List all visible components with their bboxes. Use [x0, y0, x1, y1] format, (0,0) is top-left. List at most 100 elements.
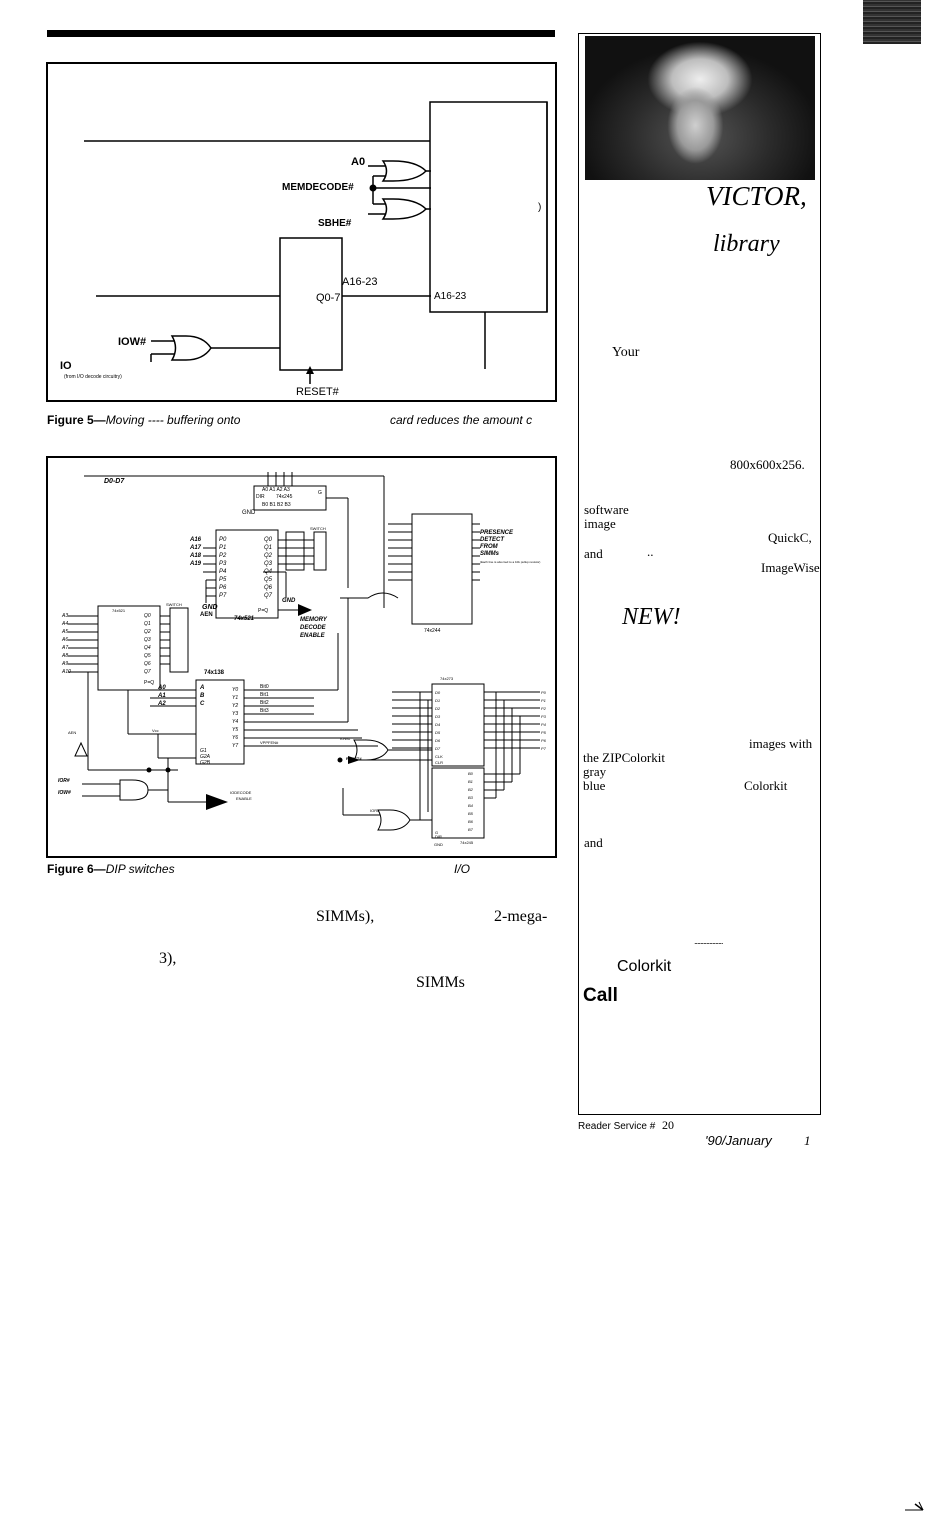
pin-list-a16: A16 A17 A18 A19	[190, 536, 201, 568]
detect: DETECT	[480, 537, 504, 543]
sig-bracket: )	[538, 202, 542, 213]
reader-service-number: 20	[662, 1118, 675, 1132]
bit-3: Bit3	[260, 708, 269, 714]
corner-thumbnail	[863, 0, 921, 44]
bit-0: Bit0	[260, 684, 269, 690]
pin-q5: Q5	[264, 577, 273, 583]
presence-detect-label: PRESENCE DETECT FROM SIMMs	[480, 530, 513, 558]
pin-a4: A4	[62, 621, 69, 627]
pin-list-a-lower: A3 A4 A5 A6 A7 A8 A9 A10	[62, 612, 71, 676]
top-rule	[47, 30, 555, 37]
pin-lq0: Q0	[144, 613, 151, 619]
figure-5-caption: Figure 5—Moving ---- buffering onto	[47, 413, 240, 427]
ad-and-1: and	[584, 546, 603, 561]
pin-list-q-upper: Q0 Q1 Q2 Q3 Q4 Q5 Q6 Q7	[264, 536, 272, 600]
pin-rp5: P5	[541, 730, 546, 735]
ad-library: library	[713, 231, 780, 257]
pin-g1: G1	[200, 748, 207, 754]
pin-list-p-upper: P0 P1 P2 P3 P4 P5 P6 P7	[219, 536, 226, 600]
pin-d6: D6	[435, 738, 441, 743]
bus-d0d7: D0-D7	[104, 478, 125, 485]
pin-a18: A18	[190, 553, 202, 559]
figure-6-caption: Figure 6—DIP switches	[47, 862, 175, 876]
body-simms-1: SIMMs),	[316, 908, 375, 925]
pin-a: A	[200, 685, 205, 691]
ad-colorkit-1: Colorkit	[744, 778, 788, 793]
sig-a1623-mid: A16-23	[342, 276, 378, 288]
mem-decode-enable: MEMORY DECODE ENABLE	[300, 616, 327, 640]
sig-memdecode: MEMDECODE#	[282, 182, 354, 193]
pin-y6: Y6	[232, 735, 239, 741]
pin-g2b: G2B	[200, 760, 211, 766]
body-simms-2: SIMMs	[416, 974, 465, 991]
ad-colorkit-2: Colorkit	[617, 958, 672, 975]
ad-your: Your	[612, 345, 640, 360]
aen-2: AEN	[68, 730, 77, 735]
pin-y0: Y0	[232, 687, 239, 693]
aen-1: AEN	[200, 612, 213, 618]
page-number: 1	[804, 1133, 811, 1148]
figure-5-caption-right: card reduces the amount c	[390, 413, 533, 427]
dir-bottom: DIR	[435, 834, 442, 839]
gnd-3: GND	[282, 598, 296, 604]
pin-q4: Q4	[264, 569, 273, 575]
pin-q0: Q0	[264, 537, 273, 543]
chip-244-label: 74x244	[424, 628, 441, 634]
ad-image: image	[584, 516, 616, 531]
pin-p3: P3	[219, 561, 227, 567]
pin-list-d: D0 D1 D2 D3 D4 D5 D6 D7	[435, 689, 440, 753]
chip-273: 74x273	[440, 676, 454, 681]
pin-rp4: P4	[541, 722, 546, 727]
sig-sbhe: SBHE#	[318, 218, 352, 229]
gnd-1: GND	[242, 510, 256, 516]
sig-reset: RESET#	[296, 386, 339, 398]
resetn: RESET#	[346, 756, 362, 761]
pin-p4: P4	[219, 569, 227, 575]
pin-y1: Y1	[232, 695, 239, 701]
pin-la0: A0	[158, 685, 166, 691]
pin-lq4: Q4	[144, 645, 151, 651]
corner-scrap	[905, 1501, 924, 1511]
pin-list-g: G1 G2A G2B	[200, 748, 210, 766]
ad-imagewise: ImageWise	[761, 560, 820, 575]
ad-dots-small: ..	[647, 544, 654, 559]
presence: PRESENCE	[480, 530, 514, 536]
pin-b6: B6	[468, 819, 473, 824]
ad-res: 800x600x256.	[730, 457, 805, 472]
chip-245-top-g: G	[318, 490, 322, 496]
chip-521-upper: 74x521	[234, 616, 255, 622]
pin-la2: A2	[158, 701, 166, 707]
clk: CLK	[435, 754, 443, 759]
chip-138: 74x138	[204, 670, 225, 676]
sig-a1623-box: A16-23	[434, 291, 467, 302]
ad-zip: the ZIPColorkit	[583, 750, 665, 765]
ior-a: IOR#	[58, 778, 70, 784]
p-eq-q-2: P=Q	[144, 680, 155, 686]
vppfen: VPPFEN#	[260, 740, 279, 745]
figure-6-schematic	[68, 472, 540, 839]
issue-date: '90/January	[705, 1133, 772, 1148]
pullup-note: (Each line is also tied to a 10k pullup …	[480, 560, 541, 564]
pin-p2: P2	[219, 553, 227, 559]
pin-b7: B7	[468, 827, 473, 832]
pin-q2: Q2	[264, 553, 273, 559]
ad-panel	[578, 33, 821, 1115]
figure-6-caption-text: DIP switches	[105, 862, 175, 876]
pin-y2: Y2	[232, 703, 239, 709]
pin-b2: B2	[468, 787, 473, 792]
ad-images-with: images with	[749, 736, 813, 751]
p-eq-q-1: P=Q	[258, 608, 269, 614]
pin-d7: D7	[435, 746, 441, 751]
figure-5-schematic	[84, 101, 548, 384]
pin-y5: Y5	[232, 727, 239, 733]
chip-245-top: 74x245	[276, 494, 293, 500]
pin-rp6: P6	[541, 738, 546, 743]
pin-g2a: G2A	[200, 754, 211, 760]
ad-dots: ...................	[694, 936, 723, 946]
ad-quickc: QuickC,	[768, 530, 812, 545]
from: FROM	[480, 544, 498, 550]
sig-io-note: (from I/O decode circuitry)	[64, 374, 122, 380]
pin-list-y: Y0 Y1 Y2 Y3 Y4 Y5 Y6 Y7	[232, 686, 238, 750]
pin-lq2: Q2	[144, 629, 151, 635]
gnd-4: GND	[434, 842, 443, 847]
